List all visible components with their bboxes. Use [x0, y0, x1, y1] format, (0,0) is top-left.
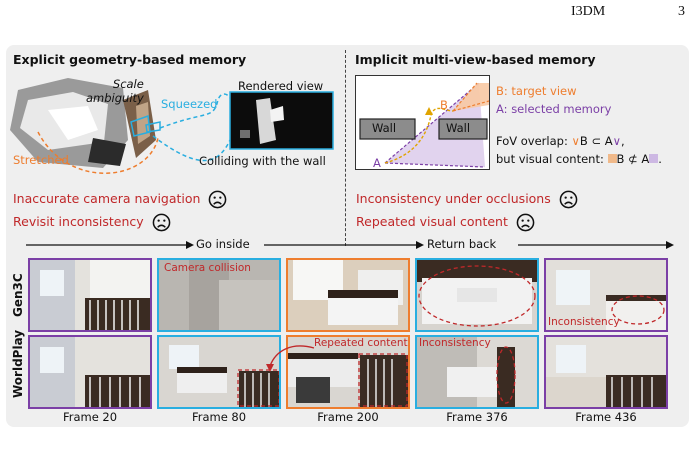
frame-caption-436: Frame 436: [575, 410, 637, 424]
explicit-illustration: [10, 78, 334, 174]
explicit-problem-1: Inaccurate camera navigation: [13, 190, 227, 209]
repeated-content-label: Repeated content: [314, 337, 408, 349]
explicit-problem-2-text: Revisit inconsistency: [13, 214, 144, 229]
fov-a-icon: ∨: [612, 134, 622, 148]
fov-overlap-line: FoV overlap: ∨B ⊂ A∨,: [496, 134, 625, 148]
explicit-problem-1-text: Inaccurate camera navigation: [13, 191, 201, 206]
camera-collision-label: Camera collision: [164, 262, 251, 274]
repeated-content-arrow: [266, 345, 315, 372]
gen3c-frame-200: [286, 258, 410, 332]
scale-ambiguity-label: Scale ambiguity: [86, 77, 144, 105]
point-a-label: A: [373, 156, 381, 170]
fov-overlap-relation: B ⊂ A: [579, 134, 613, 148]
occlusion-diagram: [355, 75, 490, 170]
worldplay-inconsistency-label: Inconsistency: [419, 337, 491, 349]
explicit-problem-2: Revisit inconsistency: [13, 213, 171, 232]
implicit-problem-1: Inconsistency under occlusions: [356, 190, 578, 209]
fov-b-icon: ∨: [571, 134, 580, 148]
implicit-problem-2: Repeated visual content: [356, 213, 535, 232]
sad-face-icon: [209, 190, 227, 209]
row-label-worldplay: WorldPlay: [11, 329, 25, 398]
implicit-problem-1-text: Inconsistency under occlusions: [356, 191, 551, 206]
return-back-label: Return back: [427, 237, 497, 251]
fov-overlap-label: FoV overlap:: [496, 134, 568, 148]
gen3c-frame-436: [544, 258, 668, 332]
visual-content-line: but visual content: B ⊄ A.: [496, 152, 662, 166]
frame-caption-200: Frame 200: [317, 410, 379, 424]
frame-caption-376: Frame 376: [446, 410, 508, 424]
visual-content-label: but visual content:: [496, 152, 604, 166]
worldplay-frame-200: [286, 335, 410, 409]
point-b-label: B: [440, 98, 448, 112]
worldplay-frame-20: [28, 335, 152, 409]
legend-a: A: selected memory: [496, 102, 612, 116]
section-divider: [345, 50, 346, 246]
visual-content-relation: B ⊄ A: [616, 152, 650, 166]
worldplay-frame-436: [544, 335, 668, 409]
timeline-arrow: [26, 241, 674, 249]
page-number: 3: [678, 4, 685, 19]
colliding-label: Colliding with the wall: [199, 154, 326, 168]
wall-right-label: Wall: [446, 121, 471, 135]
worldplay-frame-80: [157, 335, 281, 409]
a-square-icon: [649, 154, 659, 163]
squeezed-label: Squeezed: [161, 97, 218, 111]
worldplay-frame-376: [415, 335, 539, 409]
implicit-problem-2-text: Repeated visual content: [356, 214, 508, 229]
go-inside-label: Go inside: [196, 237, 250, 251]
rendered-view-label: Rendered view: [238, 79, 324, 93]
gen3c-frame-376: [415, 258, 539, 332]
gen3c-frame-20: [28, 258, 152, 332]
implicit-title: Implicit multi-view-based memory: [355, 52, 596, 67]
sad-face-icon: [152, 213, 170, 232]
gen3c-inconsistency-label: Inconsistency: [548, 316, 620, 328]
b-square-icon: [607, 154, 617, 163]
row-label-gen3c: Gen3C: [11, 273, 25, 317]
frame-caption-80: Frame 80: [191, 410, 247, 424]
wall-left-label: Wall: [372, 121, 397, 135]
legend-b: B: target view: [496, 84, 577, 98]
gen3c-frame-80: [157, 258, 281, 332]
sad-face-icon: [516, 213, 535, 232]
frame-caption-20: Frame 20: [62, 410, 118, 424]
sad-face-icon: [559, 190, 578, 209]
stretched-label: Stretched: [13, 153, 69, 167]
explicit-title: Explicit geometry-based memory: [13, 52, 247, 67]
running-title: I3DM: [571, 4, 606, 19]
